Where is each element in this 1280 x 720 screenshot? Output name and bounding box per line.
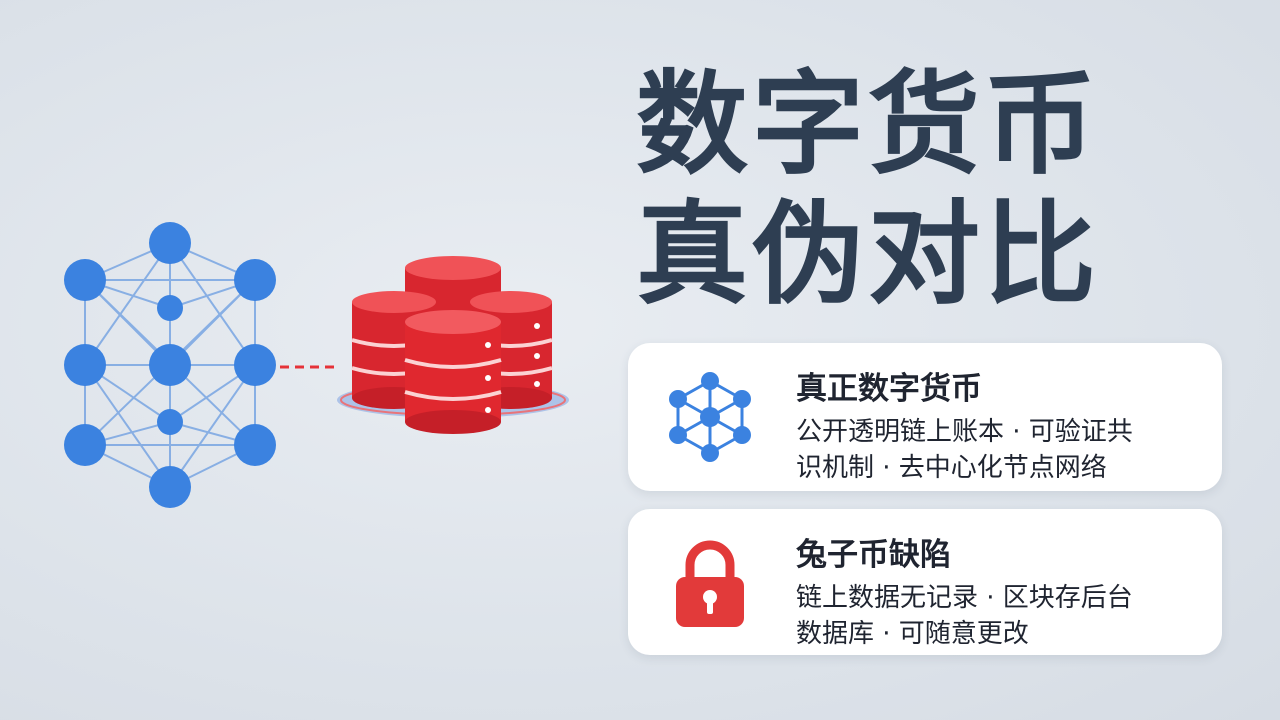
padlock-icon — [676, 540, 744, 627]
title-line-2: 真伪对比 — [636, 190, 1100, 320]
network-vs-database-illustration — [64, 222, 569, 508]
card-title: 真正数字货币 — [796, 371, 982, 407]
card-description-line: 数据库 · 可随意更改 — [796, 619, 1029, 649]
card-title: 兔子币缺陷 — [796, 537, 951, 573]
card-description-line: 识机制 · 去中心化节点网络 — [796, 453, 1107, 483]
rabbit-coin-card: 兔子币缺陷 链上数据无记录 · 区块存后台 数据库 · 可随意更改 — [628, 509, 1222, 655]
real-currency-card: 真正数字货币 公开透明链上账本 · 可验证共 识机制 · 去中心化节点网络 — [628, 343, 1222, 491]
title-line-1: 数字货币 — [636, 60, 1100, 190]
card-description-line: 公开透明链上账本 · 可验证共 — [796, 417, 1133, 447]
network-icon — [669, 372, 751, 462]
card-description-line: 链上数据无记录 · 区块存后台 — [796, 583, 1133, 613]
page-title: 数字货币 真伪对比 — [636, 60, 1256, 320]
centralized-database-stack — [337, 256, 569, 434]
decentralized-network-graph — [64, 222, 276, 508]
